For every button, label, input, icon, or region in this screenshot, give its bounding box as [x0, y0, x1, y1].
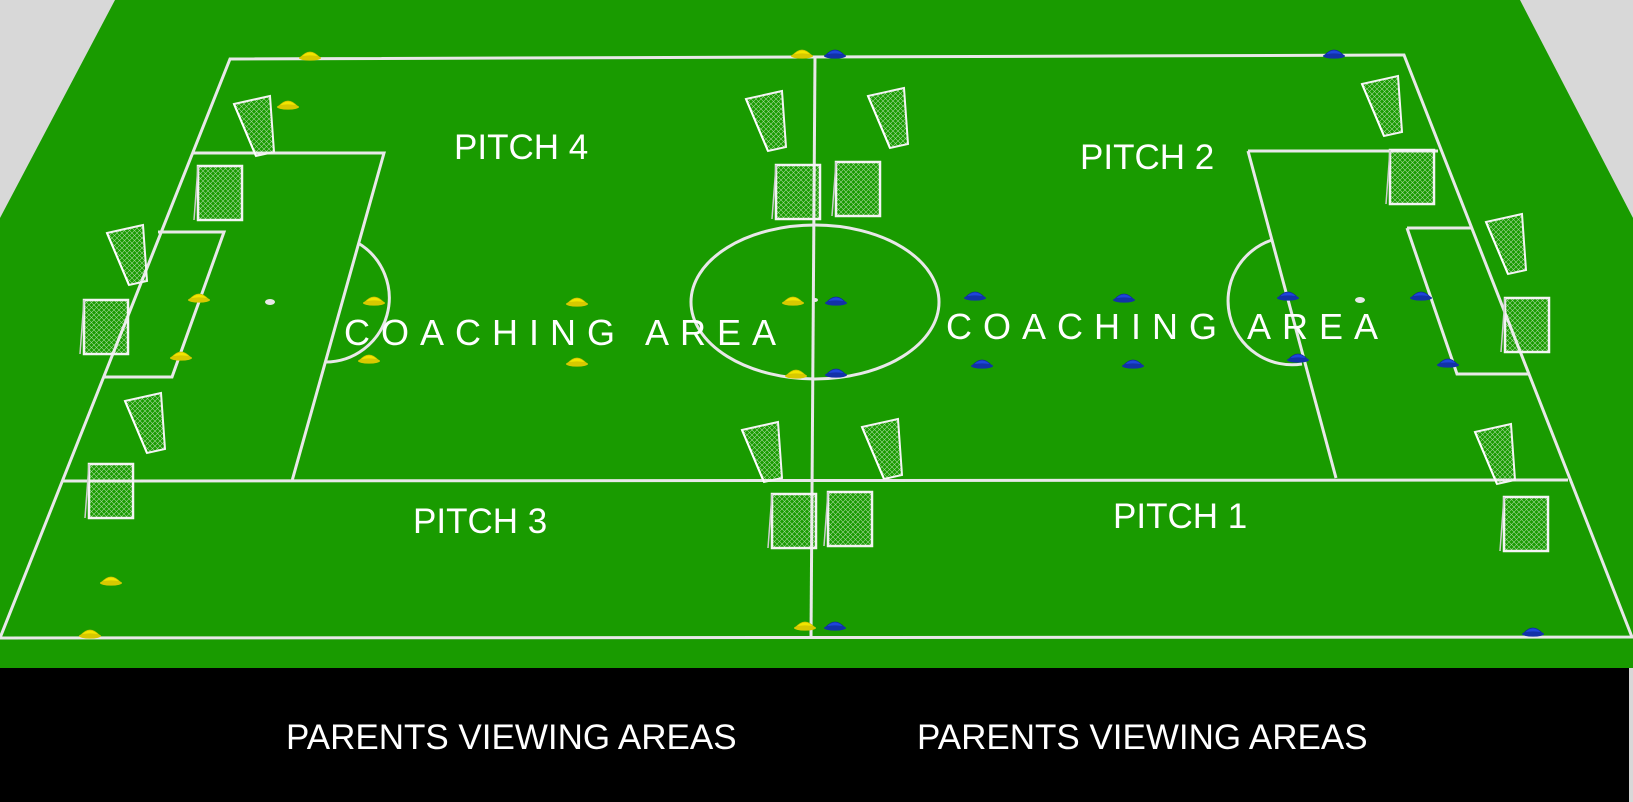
goal-net-icon [1499, 296, 1551, 354]
goal-net-icon [770, 163, 822, 221]
grass-surface [0, 0, 1633, 668]
pitch-3-label: PITCH 3 [413, 502, 548, 541]
pitch-4-label: PITCH 4 [454, 128, 589, 167]
goal-net-icon [766, 492, 818, 550]
goal-net-icon [192, 164, 244, 222]
goal-net-icon [83, 462, 135, 520]
parents-viewing-left-label: PARENTS VIEWING AREAS [286, 718, 737, 757]
goal-net-icon [1498, 495, 1550, 553]
goal-net-icon [1384, 148, 1436, 206]
pitch-2-label: PITCH 2 [1080, 138, 1215, 177]
goal-net-icon [830, 160, 882, 218]
parents-viewing-area: PARENTS VIEWING AREAS PARENTS VIEWING AR… [0, 668, 1629, 802]
pitch-1-label: PITCH 1 [1113, 497, 1248, 536]
parents-viewing-right-label: PARENTS VIEWING AREAS [917, 718, 1368, 757]
goal-net-icon [78, 298, 130, 356]
coaching-area-right-label: COACHING AREA [946, 306, 1390, 347]
goal-net-icon [822, 490, 874, 548]
field-lines [0, 53, 1633, 640]
coaching-area-left-label: COACHING AREA [344, 312, 788, 353]
